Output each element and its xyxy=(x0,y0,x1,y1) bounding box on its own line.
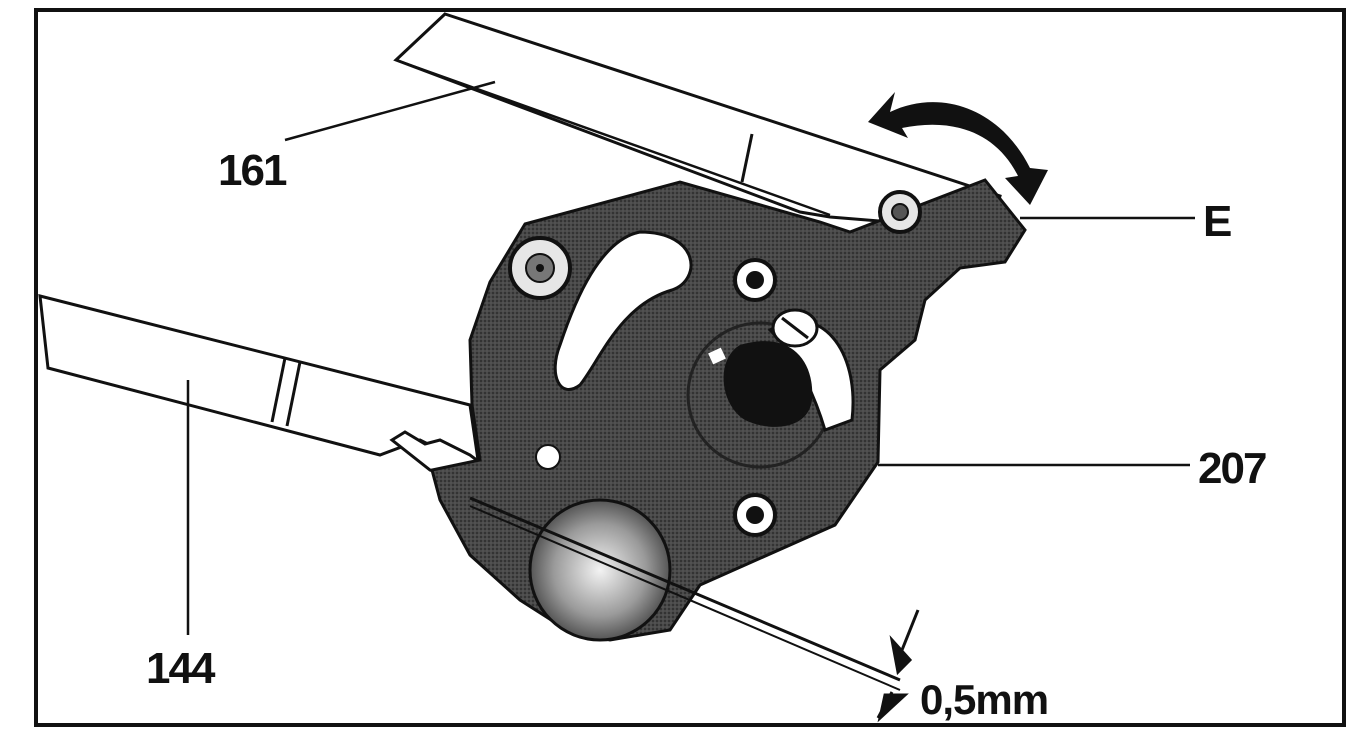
label-e: E xyxy=(1203,197,1231,246)
leader-161 xyxy=(284,80,496,142)
roller-disk xyxy=(528,498,672,642)
plate-207 xyxy=(430,178,1027,642)
frame-border xyxy=(34,8,1346,727)
rotation-arrow-icon xyxy=(868,92,1048,205)
dimension-arrows-icon xyxy=(876,609,920,723)
bar-161 xyxy=(393,12,1002,232)
gap-lines xyxy=(469,496,901,691)
bar-144 xyxy=(38,294,492,493)
label-144: 144 xyxy=(146,644,216,693)
leader-lines xyxy=(186,80,1195,635)
label-161: 161 xyxy=(218,146,287,195)
label-gap: 0,5mm xyxy=(920,676,1048,723)
label-207: 207 xyxy=(1198,444,1266,493)
